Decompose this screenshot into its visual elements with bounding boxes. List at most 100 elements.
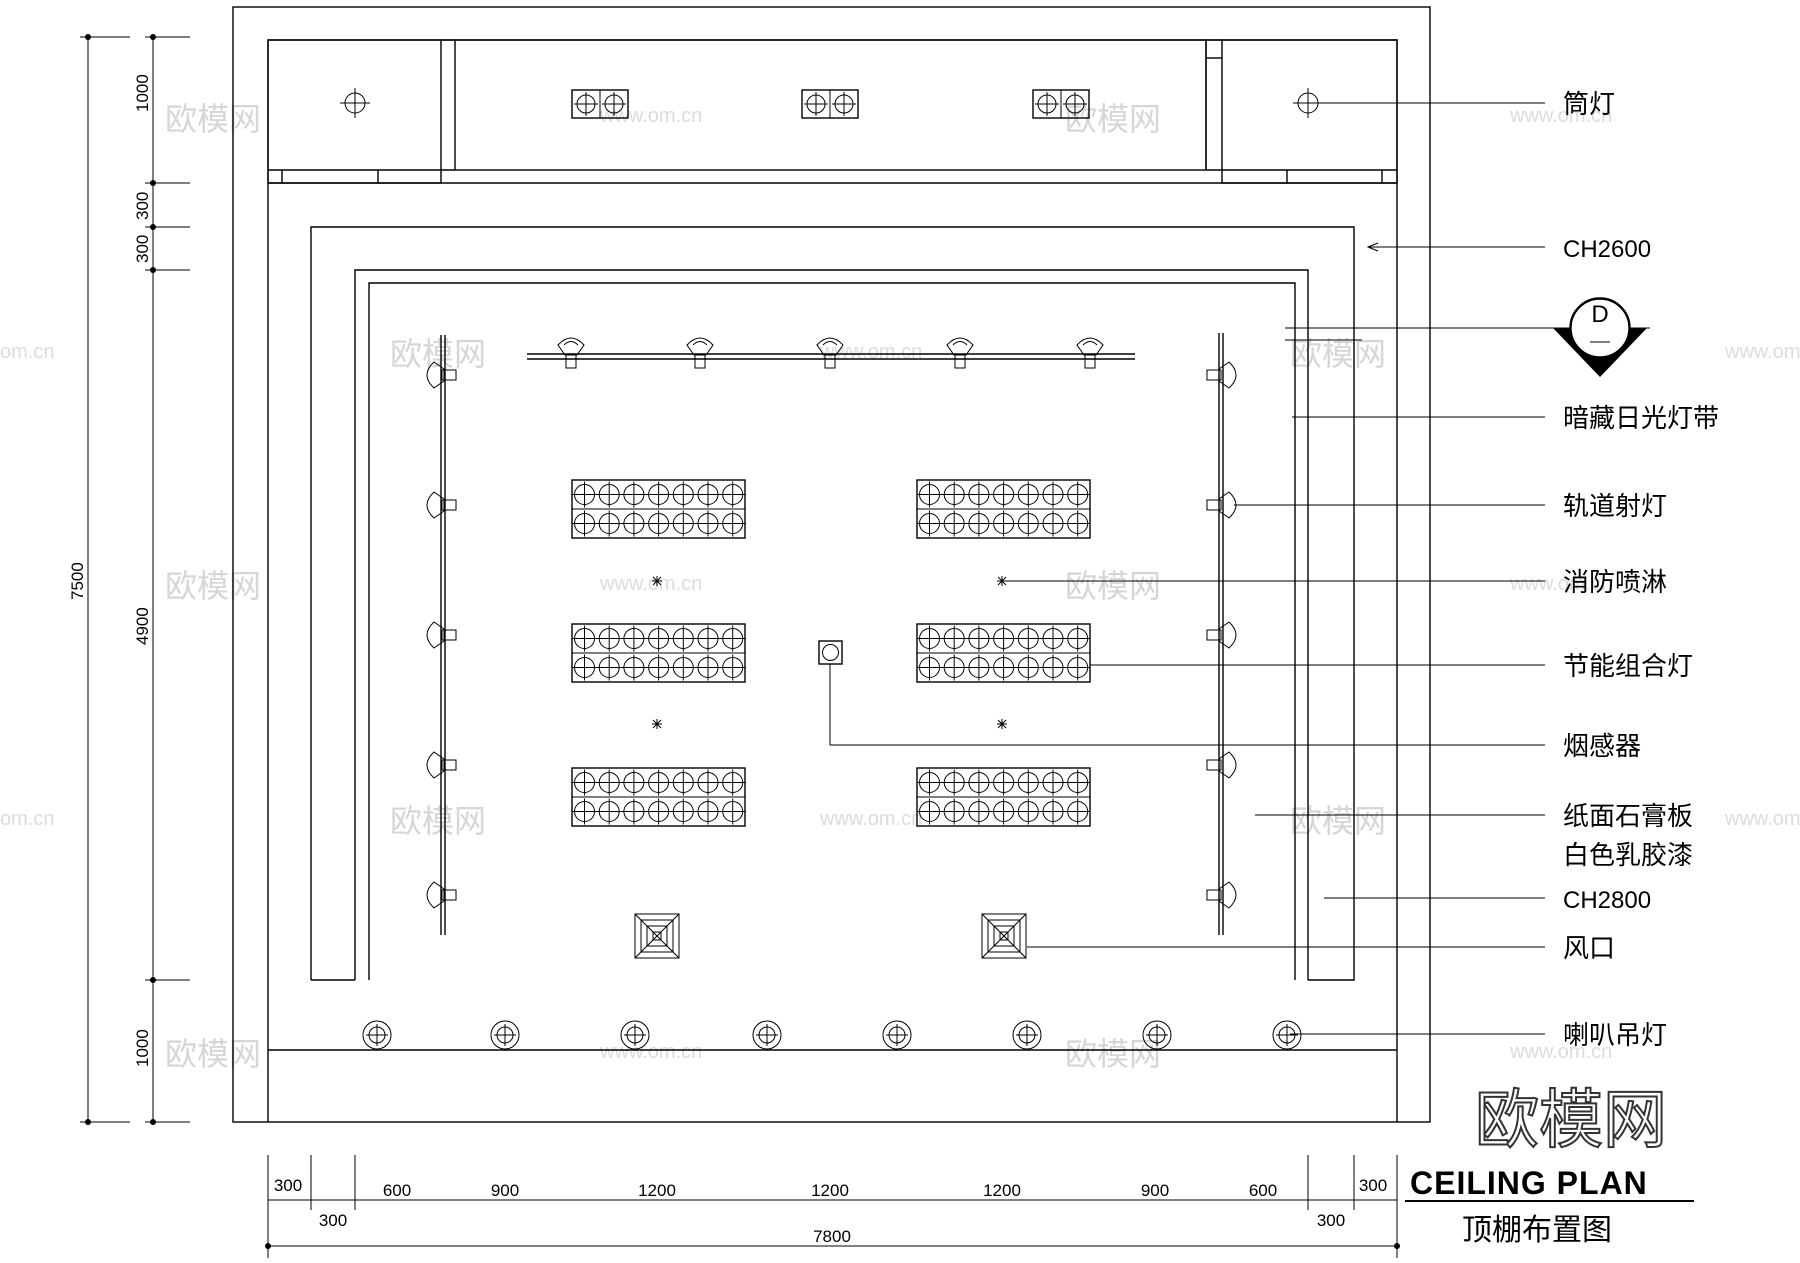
drawing-title-cn: 顶棚布置图	[1462, 1213, 1612, 1248]
watermark-url: www.om.cn	[1724, 808, 1800, 830]
leader-lines	[829, 102, 1650, 1035]
dim-900-left: 900	[491, 1181, 519, 1200]
smoke-detector-icon	[818, 640, 843, 665]
dim-300-right: 300	[1359, 1176, 1387, 1195]
track-spot-icon	[946, 337, 974, 369]
sprinklers	[652, 576, 1007, 729]
dim-300-second-left: 300	[319, 1211, 347, 1230]
top-double-lights	[571, 89, 1090, 119]
dim-300-b: 300	[133, 235, 152, 263]
watermark-url: www.om.cn	[1509, 573, 1612, 595]
double-light-icon	[571, 89, 629, 119]
pendant-light-icon	[362, 1020, 392, 1050]
dim-1200-c: 1200	[983, 1181, 1021, 1200]
downlight-icon	[340, 88, 370, 118]
watermark-url: om.cn	[0, 341, 54, 363]
sprinkler-icon	[652, 576, 662, 586]
label-ch2600: CH2600	[1563, 236, 1651, 263]
track-spot-icon	[557, 337, 585, 369]
label-downlight: 筒灯	[1563, 90, 1615, 120]
label-smoke: 烟感器	[1563, 732, 1641, 762]
downlights	[340, 88, 1323, 118]
grille-light-icon	[916, 767, 1091, 827]
watermark-url: www.om.cn	[1724, 341, 1800, 363]
dim-7500: 7500	[68, 562, 87, 600]
watermark-brand: 欧模网	[165, 1035, 261, 1073]
sprinkler-icon	[997, 576, 1007, 586]
air-vents	[634, 913, 1027, 959]
track-rails	[440, 333, 1224, 935]
double-light-icon	[1032, 89, 1090, 119]
track-spot-icon	[816, 337, 844, 369]
dim-600-right: 600	[1249, 1181, 1277, 1200]
dim-4900: 4900	[133, 607, 152, 645]
sprinkler-icon	[997, 719, 1007, 729]
label-sprinkler: 消防喷淋	[1563, 568, 1667, 598]
label-gypsum-1: 纸面石膏板	[1563, 802, 1693, 832]
watermark-url: www.om.cn	[1509, 105, 1612, 127]
watermark-url: www.om.cn	[599, 105, 702, 127]
watermark-url: www.om.cn	[599, 573, 702, 595]
label-vent: 风口	[1563, 934, 1615, 964]
double-light-icon	[801, 89, 859, 119]
label-hidden-strip: 暗藏日光灯带	[1563, 404, 1719, 434]
watermark-brand: 欧模网	[165, 567, 261, 605]
label-track-spot: 轨道射灯	[1563, 492, 1667, 522]
watermark-url: www.om.cn	[819, 808, 922, 830]
dim-300-a: 300	[133, 192, 152, 220]
track-spot-icon	[1076, 337, 1104, 369]
room-outline	[232, 6, 1431, 1123]
pendant-light-icon	[490, 1020, 520, 1050]
pendant-light-icon	[1272, 1020, 1302, 1050]
track-spot-icon	[1206, 491, 1237, 519]
section-letter: D	[1591, 301, 1608, 328]
dim-1000-top: 1000	[133, 74, 152, 112]
air-vent-icon	[634, 913, 680, 959]
watermark-url: www.om.cn	[599, 1041, 702, 1063]
watermark-layer: 欧模网 www.om.cn 欧模网 www.om.cn om.cn 欧模网 ww…	[0, 100, 1800, 1073]
brand-logo: 欧模网	[1475, 1084, 1667, 1158]
dim-1200-a: 1200	[638, 1181, 676, 1200]
pendant-light-icon	[752, 1020, 782, 1050]
pendant-light-icon	[1142, 1020, 1172, 1050]
grille-light-icon	[916, 623, 1091, 683]
sprinkler-icon	[652, 719, 662, 729]
track-spot-icon	[1206, 621, 1237, 649]
grille-light-icon	[916, 479, 1091, 539]
grille-light-icon	[571, 623, 746, 683]
watermark-brand: 欧模网	[165, 100, 261, 138]
section-marker: D	[1553, 297, 1647, 377]
grille-light-icon	[571, 479, 746, 539]
track-spot-lights	[426, 337, 1237, 909]
dim-600-left: 600	[383, 1181, 411, 1200]
air-vent-icon	[981, 913, 1027, 959]
dim-300-left: 300	[274, 1176, 302, 1195]
track-spot-icon	[426, 751, 457, 779]
dim-1200-b: 1200	[811, 1181, 849, 1200]
watermark-url: om.cn	[0, 808, 54, 830]
watermark-url: www.om.cn	[1509, 1041, 1612, 1063]
pendant-light-icon	[620, 1020, 650, 1050]
track-spot-icon	[426, 621, 457, 649]
label-grille-light: 节能组合灯	[1563, 652, 1693, 682]
track-spot-icon	[1206, 361, 1237, 389]
track-spot-icon	[1206, 881, 1237, 909]
dim-7800-total: 7800	[813, 1227, 851, 1246]
watermark-brand: 欧模网	[1065, 100, 1161, 138]
track-spot-icon	[686, 337, 714, 369]
watermark-brand: 欧模网	[1290, 802, 1386, 840]
label-pendant: 喇叭吊灯	[1563, 1021, 1667, 1051]
track-spot-icon	[1206, 751, 1237, 779]
label-ch2800: CH2800	[1563, 887, 1651, 914]
track-spot-icon	[426, 881, 457, 909]
watermark-brand: 欧模网	[1065, 567, 1161, 605]
watermark-brand: 欧模网	[390, 802, 486, 840]
dim-900-right: 900	[1141, 1181, 1169, 1200]
left-dimensions: 1000 300 300 4900 1000 7500	[68, 34, 190, 1125]
dim-1000-bottom: 1000	[133, 1029, 152, 1067]
watermark-url: www.om.cn	[819, 341, 922, 363]
pendant-lights	[362, 1020, 1302, 1050]
label-gypsum-2: 白色乳胶漆	[1563, 841, 1693, 871]
title-block: 欧模网 CEILING PLAN 顶棚布置图	[1405, 1083, 1694, 1248]
